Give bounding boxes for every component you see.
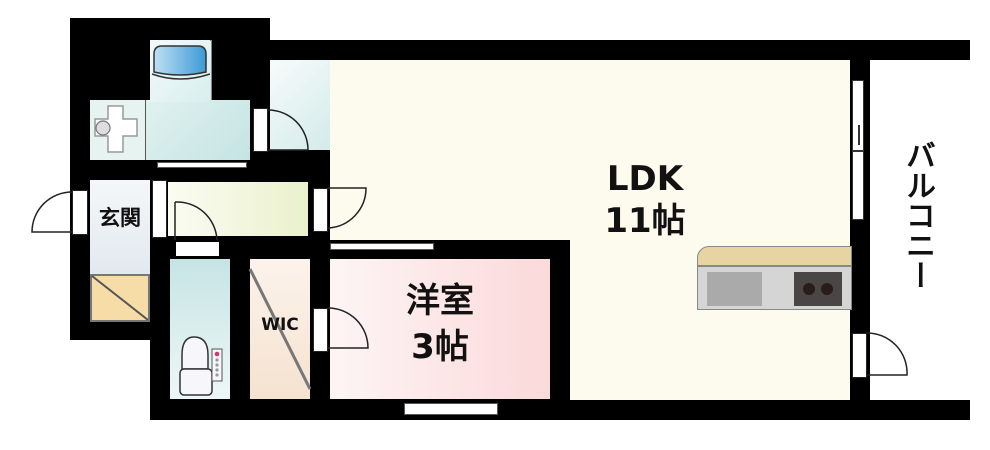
front-door-jamb: [72, 190, 88, 235]
front-door-swing[interactable]: [30, 190, 74, 238]
wic-hanger-rail: [248, 268, 312, 390]
western-room-door-swing[interactable]: [327, 306, 372, 352]
corridor-door-jamb: [152, 180, 167, 238]
entrance-label: 玄関: [99, 206, 141, 230]
shoe-cabinet-diagonal: [91, 275, 149, 321]
kitchen-countertop: [697, 246, 852, 266]
western-room-top-sliding-door[interactable]: [330, 243, 434, 250]
washroom-sliding-door[interactable]: [157, 162, 247, 168]
western-room-label: 洋室: [406, 281, 474, 321]
balcony-door-swing[interactable]: [866, 331, 911, 379]
bathroom-door-jamb: [253, 108, 268, 152]
balcony-door-jamb: [852, 333, 867, 378]
washbasin-icon: [151, 45, 211, 80]
ldk-door-swing[interactable]: [327, 186, 372, 232]
wic-label: WIC: [261, 315, 299, 335]
burner-icon: [803, 283, 815, 295]
wall-bottom: [560, 400, 970, 420]
corridor-floor: [168, 182, 308, 236]
ldk-label: LDK: [606, 159, 684, 199]
western-room-window[interactable]: [404, 403, 498, 415]
drain-icon: [94, 105, 138, 153]
western-room-floor: [330, 259, 550, 399]
bathroom-door-swing[interactable]: [267, 108, 312, 154]
window-rail: [858, 125, 860, 145]
western-room-door-jamb: [313, 308, 328, 352]
corridor-door-swing[interactable]: [173, 200, 223, 244]
window-mullion: [852, 150, 864, 152]
toilet-door-leaf: [176, 242, 219, 256]
balcony-label: バルコニー: [900, 140, 935, 290]
shoe-cabinet: [90, 274, 150, 322]
burner-icon: [821, 283, 833, 295]
toilet-icon: [179, 336, 223, 396]
western-room-size: 3帖: [411, 327, 469, 367]
sink-icon: [707, 272, 762, 306]
entrance-floor: [90, 180, 150, 275]
ldk-size: 11帖: [604, 201, 686, 241]
stove-icon: [794, 272, 842, 306]
wall-top: [430, 40, 970, 60]
ldk-door-jamb: [313, 188, 328, 232]
wall-corridor-top: [150, 170, 340, 182]
ldk-floor: [330, 60, 850, 240]
